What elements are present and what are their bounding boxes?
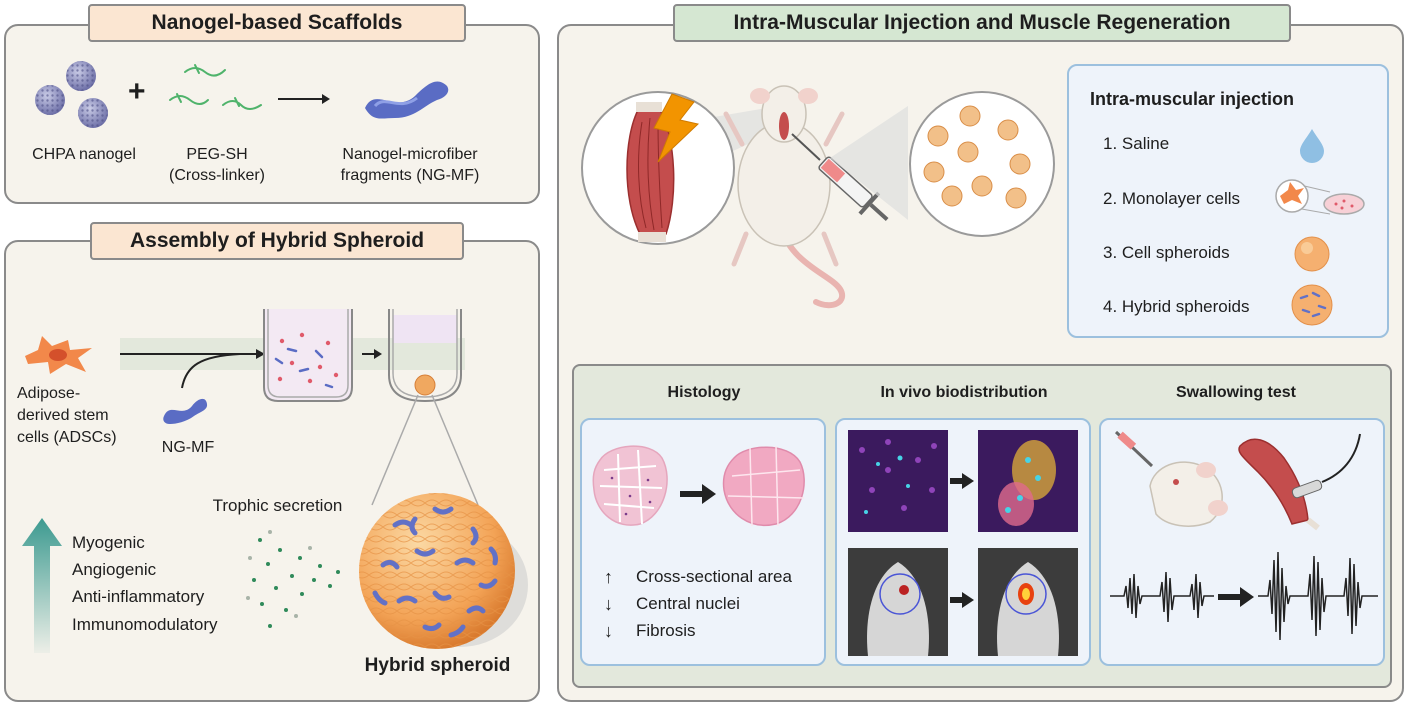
spheroid-zoom xyxy=(830,91,1055,237)
waveform-after-icon xyxy=(1258,551,1378,641)
label-peg-sh: PEG-SH xyxy=(186,146,248,163)
label-trophic-secretion: Trophic secretion xyxy=(212,496,343,515)
teal-up-arrow xyxy=(22,518,62,653)
electrode-muscle-icon xyxy=(1238,433,1361,531)
lightning-icon xyxy=(653,93,700,163)
label-adsc-2: derived stem xyxy=(17,407,109,424)
injection-item-monolayer: 2. Monolayer cells xyxy=(1103,189,1241,208)
swallowing-title: Swallowing test xyxy=(1175,384,1296,401)
fluorescence-before-icon xyxy=(848,430,948,532)
ivis-before-icon xyxy=(848,548,948,656)
rat-head-injection-icon xyxy=(1114,430,1228,527)
microfiber-icon xyxy=(365,81,449,119)
cell-spheroid-icon xyxy=(1294,236,1330,272)
peg-fiber-icon xyxy=(169,64,262,110)
droplet-icon xyxy=(1300,129,1324,163)
injection-regeneration-title: Intra-Muscular Injection and Muscle Rege… xyxy=(673,4,1291,42)
label-ngmf: NG-MF xyxy=(161,439,215,456)
nanogel-icon xyxy=(35,61,108,128)
stem-cell-icon xyxy=(25,336,92,374)
injection-item-saline: 1. Saline xyxy=(1103,134,1170,153)
muscle-zoom xyxy=(581,91,778,245)
nanogel-scaffolds-title: Nanogel-based Scaffolds xyxy=(88,4,466,42)
label-nanogel-microfiber: Nanogel-microfiber xyxy=(342,146,478,163)
well-icon xyxy=(263,309,353,402)
effect-immunomodulatory: Immunomodulatory xyxy=(72,615,218,634)
effect-myogenic: Myogenic xyxy=(72,533,145,552)
label-cross-linker: (Cross-linker) xyxy=(169,167,265,184)
histology-arrow-1: ↑ xyxy=(604,567,613,587)
label-adsc-1: Adipose- xyxy=(17,385,81,402)
histology-arrow xyxy=(680,484,716,504)
secretion-dots xyxy=(246,530,340,628)
ivis-arrow xyxy=(950,592,974,608)
histology-title: Histology xyxy=(667,384,741,401)
petri-dish-icon xyxy=(1275,179,1365,215)
ngmf-curve-arrow xyxy=(120,349,265,389)
injection-item-cell-spheroids: 3. Cell spheroids xyxy=(1103,243,1230,262)
histology-result-fibrosis: Fibrosis xyxy=(636,621,696,640)
waveform-before-icon xyxy=(1110,571,1214,623)
rat-icon xyxy=(723,85,845,309)
spheroid-icon xyxy=(359,493,528,649)
effect-anti-inflammatory: Anti-inflammatory xyxy=(72,587,205,606)
effect-angiogenic: Angiogenic xyxy=(72,560,157,579)
label-adsc-3: cells (ADSCs) xyxy=(17,429,117,446)
histology-result-nuclei: Central nuclei xyxy=(636,594,740,613)
swallow-arrow xyxy=(1218,587,1254,607)
histology-arrow-3: ↓ xyxy=(604,621,613,641)
label-ngmf-fragments: fragments (NG-MF) xyxy=(340,167,480,184)
ivis-after-icon xyxy=(978,548,1078,656)
biodistribution-title: In vivo biodistribution xyxy=(880,384,1048,401)
tissue-after-icon xyxy=(722,445,805,527)
histology-arrow-2: ↓ xyxy=(604,594,613,614)
syringe-icon xyxy=(791,133,889,221)
label-hybrid-spheroid: Hybrid spheroid xyxy=(364,655,511,676)
well-with-spheroid-icon xyxy=(388,309,462,403)
label-chpa-nanogel: CHPA nanogel xyxy=(32,146,136,163)
fluor-arrow xyxy=(950,473,974,489)
hybrid-spheroid-small-icon xyxy=(1291,284,1333,326)
arrow-to-microfiber xyxy=(278,94,330,104)
injection-item-hybrid-spheroids: 4. Hybrid spheroids xyxy=(1103,297,1250,316)
plus-sign: + xyxy=(128,75,146,108)
fluorescence-after-icon xyxy=(978,430,1078,532)
histology-result-area: Cross-sectional area xyxy=(636,567,792,586)
arrow-to-well xyxy=(362,349,382,359)
ngmf-fragment-icon xyxy=(163,398,208,424)
hybrid-spheroid-title: Assembly of Hybrid Spheroid xyxy=(90,222,464,260)
zoom-cone xyxy=(371,394,479,506)
injection-heading: Intra-muscular injection xyxy=(1090,89,1295,109)
tissue-before-icon xyxy=(592,445,668,526)
